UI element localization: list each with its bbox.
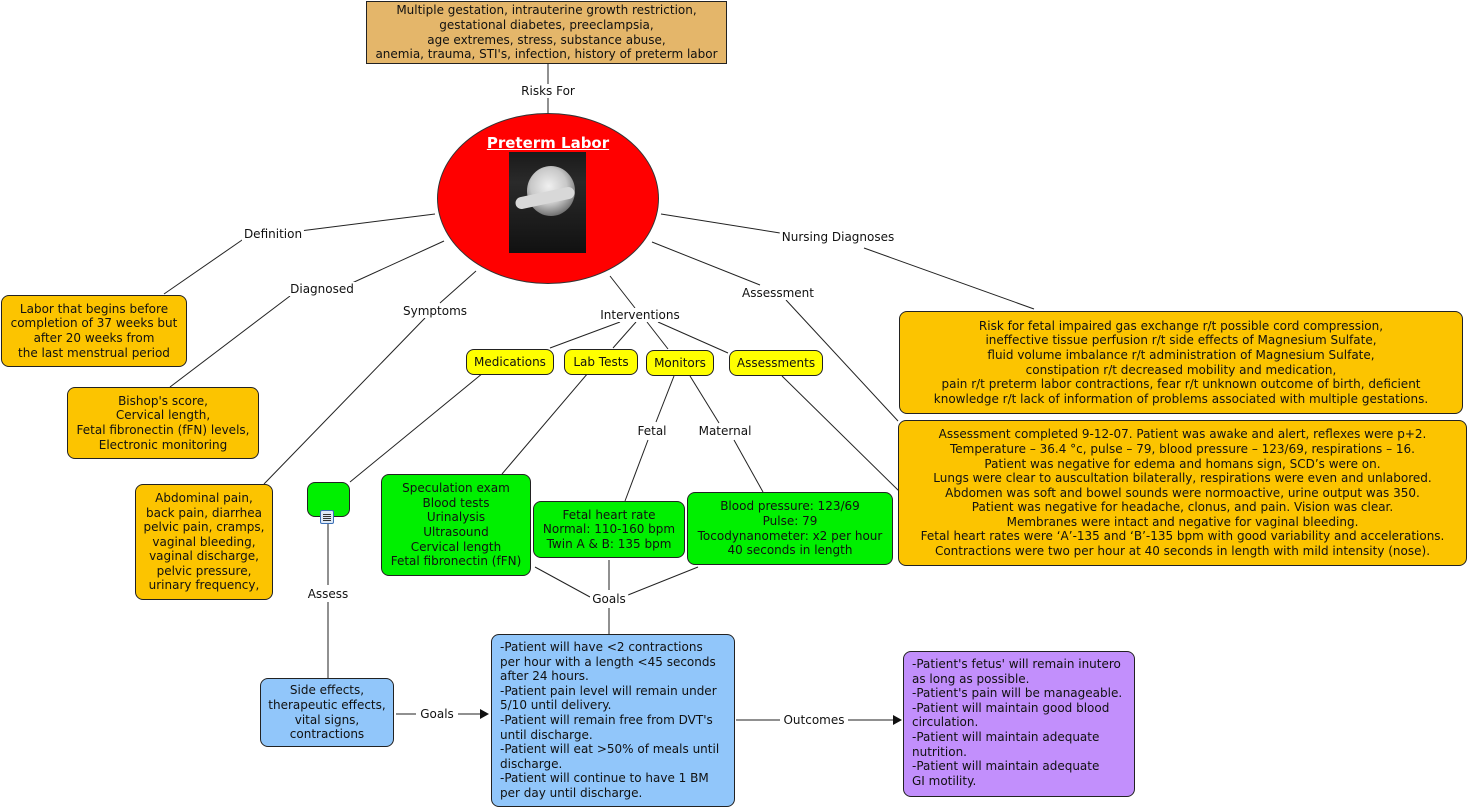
assess-label: Assess	[305, 587, 351, 601]
monitors-node[interactable]: Monitors	[646, 350, 714, 376]
lab-tests-node[interactable]: Lab Tests	[564, 349, 638, 375]
outcomes-box[interactable]: -Patient's fetus' will remain inutero as…	[903, 651, 1135, 797]
link-mon-fetal	[655, 375, 675, 423]
diagnosed-label: Diagnosed	[288, 282, 356, 296]
fetal-label: Fetal	[635, 424, 669, 438]
maternal-label: Maternal	[696, 424, 754, 438]
risks-for-label: Risks For	[519, 84, 577, 98]
central-topic-preterm-labor[interactable]: Preterm Labor	[437, 113, 659, 284]
link-diagnosed-a	[351, 240, 445, 284]
link-assessment-a	[651, 241, 761, 286]
link-interventions	[609, 275, 636, 309]
diagnosed-box[interactable]: Bishop's score, Cervical length, Fetal f…	[67, 387, 259, 459]
symptoms-label: Symptoms	[400, 304, 470, 318]
link-assess-box	[781, 375, 901, 493]
link-mon-maternal	[689, 375, 720, 424]
nursing-diagnoses-box[interactable]: Risk for fetal impaired gas exchange r/t…	[899, 311, 1463, 414]
link-int-med	[549, 321, 621, 349]
link-diagnosed-b	[169, 295, 291, 388]
note-icon[interactable]	[320, 510, 334, 524]
link-assessment-b	[785, 299, 899, 422]
link-nursing-a	[660, 213, 781, 234]
symptoms-box[interactable]: Abdominal pain, back pain, diarrhea pelv…	[135, 484, 273, 600]
medications-node[interactable]: Medications	[466, 349, 554, 375]
link-lab-goals	[534, 566, 591, 598]
link-fetal-box	[624, 439, 649, 502]
link-int-assess	[657, 321, 729, 354]
assess-detail-box[interactable]: Side effects, therapeutic effects, vital…	[260, 678, 394, 747]
goals-arrow-label: Goals	[418, 707, 456, 721]
central-topic-title: Preterm Labor	[486, 134, 610, 152]
assessments-node[interactable]: Assessments	[729, 350, 823, 376]
link-symptoms-b	[263, 317, 426, 485]
assessment-label: Assessment	[740, 286, 816, 300]
link-maternal-box	[733, 439, 764, 493]
link-int-lab	[612, 321, 637, 349]
nursing-diagnoses-label: Nursing Diagnoses	[779, 230, 897, 244]
definition-label: Definition	[241, 227, 305, 241]
link-med-box	[349, 372, 484, 483]
risks-box[interactable]: Multiple gestation, intrauterine growth …	[366, 1, 727, 64]
link-definition-a	[299, 213, 436, 232]
link-definition-b	[163, 237, 246, 295]
maternal-detail-box[interactable]: Blood pressure: 123/69 Pulse: 79 Tocodyn…	[687, 492, 893, 565]
goals-mid-label: Goals	[590, 592, 628, 606]
assessment-box[interactable]: Assessment completed 9-12-07. Patient wa…	[898, 420, 1467, 566]
arrowhead-goals	[480, 709, 489, 719]
arrowhead-outcomes	[893, 715, 902, 725]
fetal-detail-box[interactable]: Fetal heart rate Normal: 110-160 bpm Twi…	[533, 501, 685, 558]
definition-box[interactable]: Labor that begins before completion of 3…	[1, 295, 187, 367]
outcomes-label: Outcomes	[781, 713, 847, 727]
goals-box[interactable]: -Patient will have <2 contractions per h…	[491, 634, 735, 807]
link-nursing-b	[863, 247, 1035, 310]
link-int-mon	[646, 321, 669, 350]
link-maternal-goals	[627, 566, 699, 596]
link-lab-box	[501, 372, 589, 475]
interventions-label: Interventions	[598, 308, 682, 322]
lab-tests-detail-box[interactable]: Speculation exam Blood tests Urinalysis …	[381, 474, 531, 576]
link-symptoms-a	[439, 270, 477, 304]
pregnant-belly-photo	[509, 152, 586, 253]
